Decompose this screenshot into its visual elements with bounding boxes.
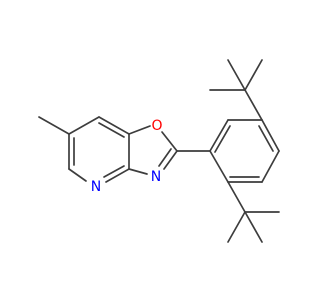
bond [261, 150, 280, 183]
bond [38, 116, 70, 135]
bond-lines [38, 59, 280, 243]
bond [244, 89, 263, 121]
bond [261, 119, 280, 152]
bond [244, 59, 263, 91]
bond [68, 168, 87, 182]
oxazole-nitrogen-atom-label: N [151, 169, 161, 185]
bond [227, 211, 246, 243]
bond [161, 131, 178, 152]
bond [163, 150, 178, 170]
bond [158, 148, 172, 167]
bond [98, 122, 125, 138]
bond [227, 181, 246, 213]
bond [128, 125, 151, 135]
bond [128, 168, 148, 175]
pyridine-nitrogen-atom-label: N [91, 179, 101, 195]
bond [103, 165, 125, 178]
molecule-structure: O N N [38, 59, 280, 243]
bond [209, 150, 229, 183]
bond [244, 211, 263, 243]
bond [68, 116, 100, 135]
bond [227, 59, 246, 91]
bond [105, 168, 130, 183]
oxygen-atom-label: O [151, 118, 162, 134]
bond [209, 119, 229, 152]
bond [258, 125, 274, 152]
bond [214, 125, 231, 153]
bond [98, 116, 130, 135]
atom-labels: O N N [91, 118, 163, 195]
